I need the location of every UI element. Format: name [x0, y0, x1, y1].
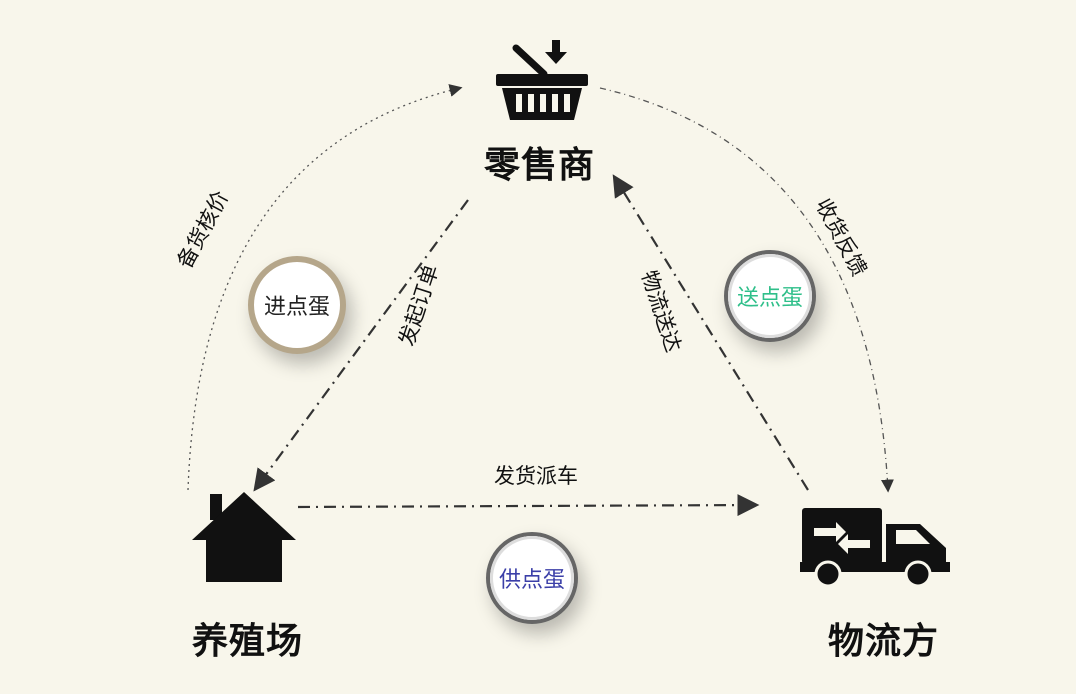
badge-song-dian-dan: 送点蛋: [724, 250, 816, 342]
node-retailer: 零售商: [484, 145, 596, 186]
shopping-basket-icon: [496, 40, 588, 120]
arrow-dispatch: [297, 494, 760, 517]
delivery-truck-icon: [800, 508, 950, 586]
house-icon: [192, 492, 296, 582]
node-logistics: 物流方: [828, 621, 940, 662]
arrow-feedback: [599, 87, 894, 493]
arrow-quote: [187, 84, 463, 491]
arrow-delivered: [612, 174, 809, 491]
badge-jin-text: 进点蛋: [263, 295, 330, 320]
arrow-order: [253, 199, 469, 492]
badge-song-text: 送点蛋: [736, 286, 803, 311]
node-farm: 养殖场: [192, 621, 304, 662]
badge-gong-dian-dan: 供点蛋: [486, 532, 578, 624]
edge-label-dispatch: 发货派车: [494, 464, 578, 488]
badge-gong-text: 供点蛋: [498, 568, 565, 593]
badge-jin-dian-dan: 进点蛋: [248, 256, 346, 354]
